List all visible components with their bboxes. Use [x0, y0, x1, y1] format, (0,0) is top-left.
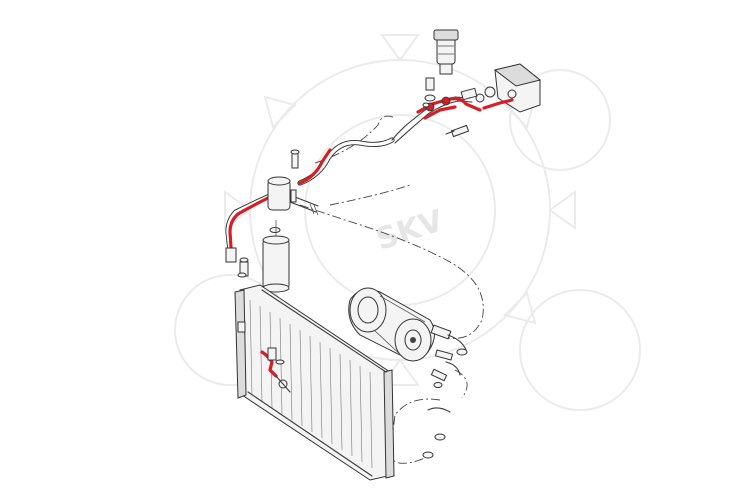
watermark-text: SKV	[372, 203, 448, 258]
left-highlighted-line	[225, 192, 275, 277]
condenser-icon	[234, 284, 395, 481]
watermark-gear-icon	[174, 34, 641, 411]
pressure-switch-icon	[424, 29, 459, 102]
top-highlighted-hose	[416, 96, 514, 138]
hose-icon	[298, 148, 332, 185]
condenser-fins	[249, 299, 373, 469]
connector-block-icon	[460, 63, 542, 113]
receiver-head	[267, 149, 319, 216]
lower-highlighted-bracket	[260, 347, 291, 393]
compressor-icon	[348, 287, 435, 362]
bolts	[237, 102, 430, 365]
watermark: SKV	[174, 34, 641, 411]
receiver-drier-icon	[262, 220, 290, 293]
compressor-fittings	[422, 324, 468, 459]
